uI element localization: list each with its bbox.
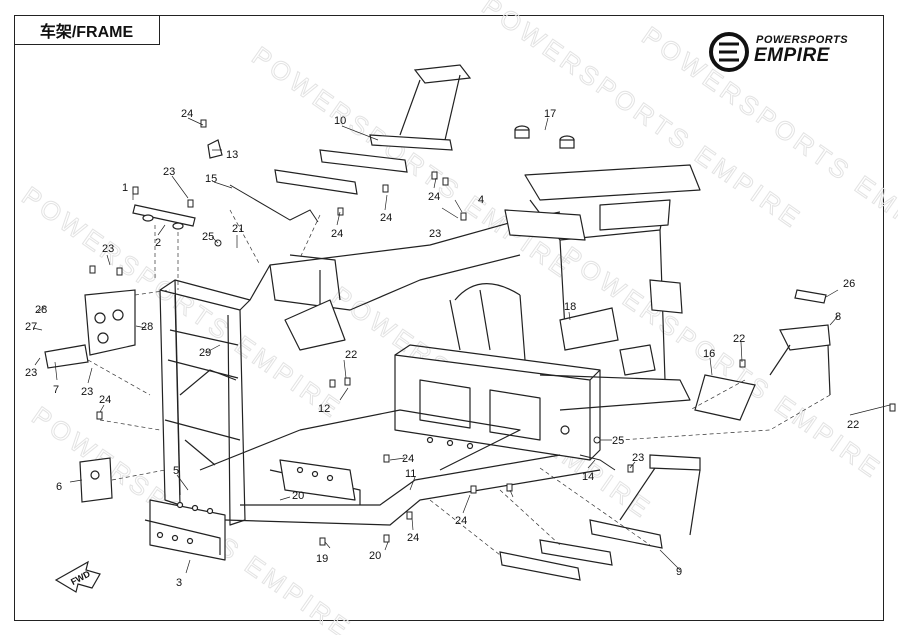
callout-3: 3 xyxy=(176,577,182,589)
callout-19: 19 xyxy=(316,553,328,565)
rear-rack-support xyxy=(274,64,472,195)
callout-labels: 1 2 3 4 5 6 7 8 9 10 11 12 13 14 15 16 1… xyxy=(25,108,859,589)
callout-23: 23 xyxy=(102,243,114,255)
callout-20: 20 xyxy=(369,550,381,562)
callout-22: 22 xyxy=(733,333,745,345)
callout-8: 8 xyxy=(835,311,841,323)
callout-21: 21 xyxy=(232,223,244,235)
hardware-bolts xyxy=(89,119,896,546)
callout-24: 24 xyxy=(380,212,392,224)
callout-23: 23 xyxy=(429,228,441,240)
callout-28: 28 xyxy=(35,304,47,316)
callout-13: 13 xyxy=(226,149,238,161)
callout-23: 23 xyxy=(632,452,644,464)
right-brackets xyxy=(499,279,831,581)
brand-top-text: POWERSPORTS xyxy=(756,34,849,46)
callout-2: 2 xyxy=(155,237,161,249)
callout-16: 16 xyxy=(703,348,715,360)
callout-18: 18 xyxy=(564,301,576,313)
callout-24: 24 xyxy=(428,191,440,203)
callout-23: 23 xyxy=(25,367,37,379)
callout-5: 5 xyxy=(173,465,179,477)
callout-23: 23 xyxy=(81,386,93,398)
callout-24: 24 xyxy=(407,532,419,544)
drawing-border xyxy=(14,15,884,621)
callout-4: 4 xyxy=(478,194,484,206)
watermark-text: POWERSPORTS EMPIRE xyxy=(247,40,578,285)
callout-6: 6 xyxy=(56,481,62,493)
fwd-arrow-shape xyxy=(54,560,101,593)
assembly-lines xyxy=(87,209,831,556)
callout-11: 11 xyxy=(405,468,416,480)
callout-24: 24 xyxy=(402,453,414,465)
callout-26: 26 xyxy=(843,278,855,290)
callout-23: 23 xyxy=(163,166,175,178)
page-title: 车架/FRAME xyxy=(14,15,160,45)
callout-22: 22 xyxy=(345,349,357,361)
callout-20: 20 xyxy=(292,490,304,502)
watermark-text: POWERSPORTS EMPIRE xyxy=(557,240,888,485)
callout-24: 24 xyxy=(455,515,467,527)
callout-22: 22 xyxy=(847,419,859,431)
leader-lines xyxy=(32,117,891,574)
fwd-arrow: FWD xyxy=(54,560,101,593)
left-brackets xyxy=(44,139,223,503)
brand-logo: POWERSPORTS EMPIRE xyxy=(708,32,858,72)
callout-7: 7 xyxy=(53,384,59,396)
callout-12: 12 xyxy=(318,403,330,415)
empire-logo-icon xyxy=(709,32,749,72)
callout-14: 14 xyxy=(582,471,594,483)
watermark: POWERSPORTS EMPIRE POWERSPORTS EMPIRE PO… xyxy=(16,0,898,635)
callout-29: 29 xyxy=(199,347,211,359)
main-frame xyxy=(144,164,701,561)
callout-1: 1 xyxy=(122,182,128,194)
callout-25: 25 xyxy=(612,435,624,447)
callout-17: 17 xyxy=(544,108,556,120)
callout-24: 24 xyxy=(331,228,343,240)
callout-27: 27 xyxy=(25,321,37,333)
callout-24: 24 xyxy=(181,108,193,120)
callout-15: 15 xyxy=(205,173,217,185)
callout-10: 10 xyxy=(334,115,346,127)
callout-9: 9 xyxy=(676,566,682,578)
callout-24: 24 xyxy=(99,394,111,406)
brand-bottom-text: EMPIRE xyxy=(754,45,830,66)
callout-25: 25 xyxy=(202,231,214,243)
rubber-mounts xyxy=(514,125,575,149)
callout-28: 28 xyxy=(141,321,153,333)
